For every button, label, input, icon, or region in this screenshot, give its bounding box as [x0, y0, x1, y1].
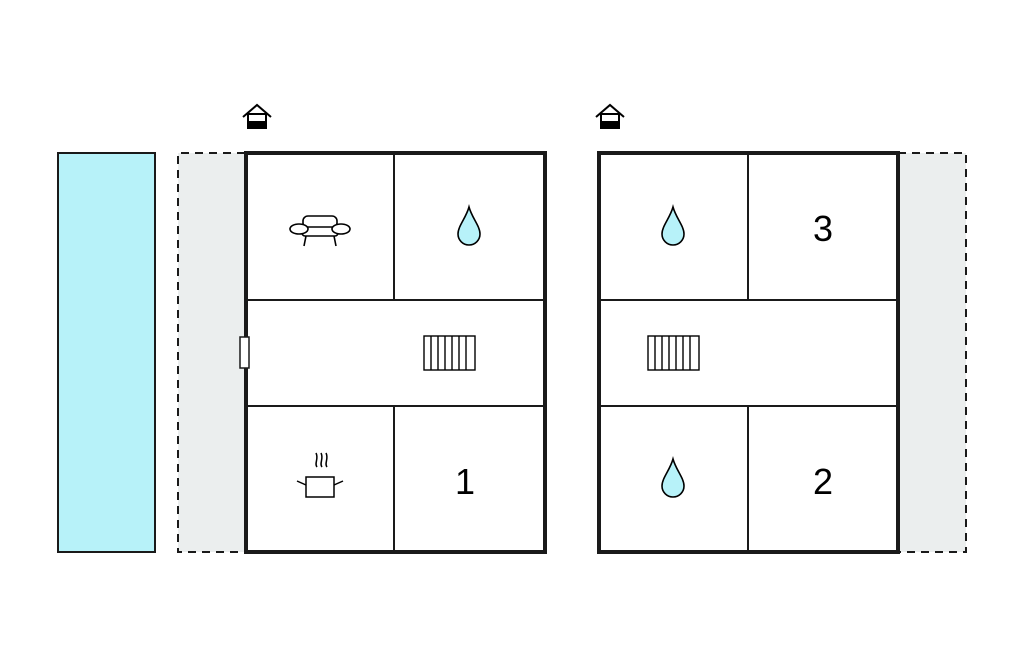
water-drop-icon	[457, 203, 481, 246]
house-entrance-icon	[242, 103, 272, 129]
water-drop-icon	[661, 455, 685, 498]
radiator-icon	[423, 335, 476, 371]
room-number-label: 1	[455, 461, 475, 502]
cooking-pot-icon	[296, 452, 344, 498]
door	[239, 336, 250, 369]
left-building	[239, 151, 547, 554]
right-building	[597, 151, 900, 554]
house-entrance-icon	[595, 103, 625, 129]
sofa-icon	[289, 215, 351, 247]
right-terrace	[898, 152, 967, 553]
radiator-icon	[647, 335, 700, 371]
water-drop-icon	[661, 203, 685, 246]
room-number-label: 3	[813, 208, 833, 249]
room-number-label: 2	[813, 461, 833, 502]
left-terrace	[177, 152, 245, 553]
swimming-pool	[57, 152, 156, 553]
